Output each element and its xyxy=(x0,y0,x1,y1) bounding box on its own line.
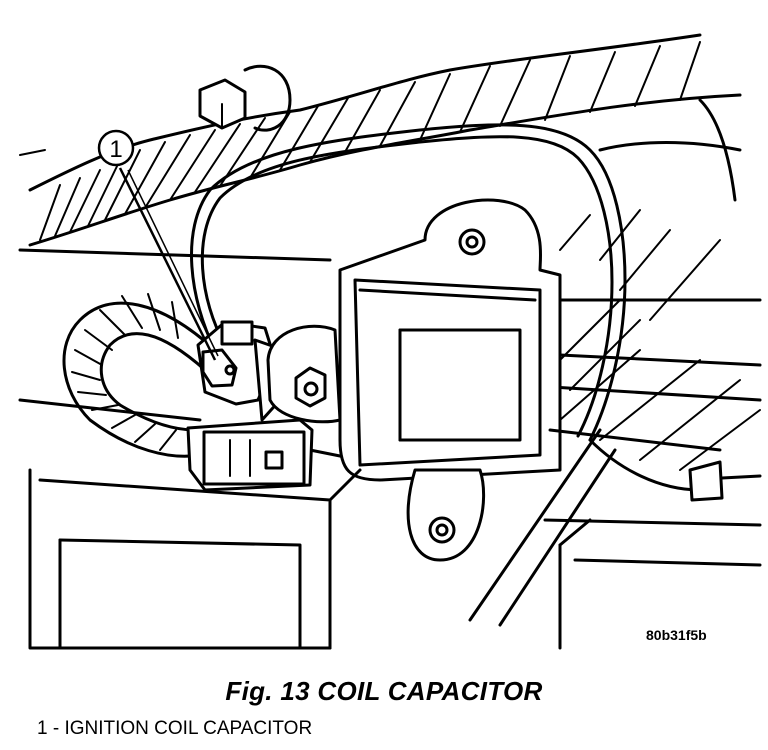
callout-leader-line-2 xyxy=(127,169,219,357)
ignition-coil xyxy=(338,198,562,562)
right-side-structure xyxy=(468,209,762,627)
capacitor-wire xyxy=(190,123,627,442)
callout-circle xyxy=(97,129,135,167)
image-code: 80b31f5b xyxy=(646,627,707,643)
mounting-bolt xyxy=(198,64,292,132)
harness-connector xyxy=(186,418,314,492)
legend-item-1: 1 - IGNITION COIL CAPACITOR xyxy=(37,718,313,739)
callout-1: 1 xyxy=(97,129,219,361)
coil-mount-and-nut xyxy=(266,324,342,424)
callout-leader-line xyxy=(118,167,217,361)
callout-number: 1 xyxy=(109,136,122,163)
figure-caption: Fig. 13 COIL CAPACITOR xyxy=(225,676,543,706)
coil-capacitor-illustration: 1 80b31f5b xyxy=(18,33,762,650)
lower-panels xyxy=(28,468,762,650)
